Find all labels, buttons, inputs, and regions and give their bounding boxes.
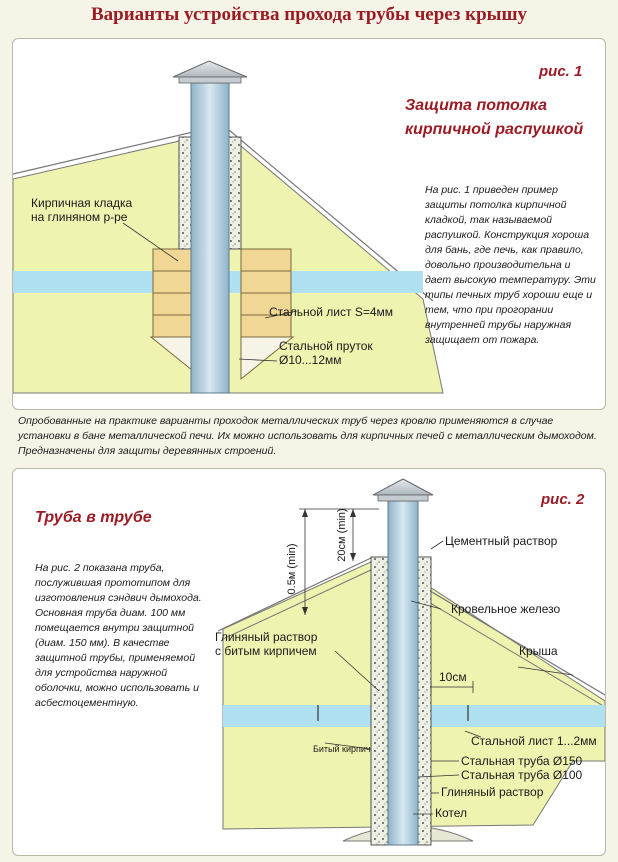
intro-paragraph: Опробованные на практике варианты проход… xyxy=(18,415,597,457)
label-steel-pipe150: Стальная труба Ø150 xyxy=(461,754,583,768)
figure1-description: На рис. 1 приведен пример защиты потолка… xyxy=(425,184,596,346)
label-rod-line1: Стальной пруток xyxy=(279,339,373,353)
label-steel-pipe100: Стальная труба Ø100 xyxy=(461,768,583,782)
label-broken-brick: Битый кирпич xyxy=(313,744,371,754)
figure1-diagram: Кирпичная кладка на глиняном р-ре Стальн… xyxy=(13,60,444,394)
figure2-diagram: 0.5м (min) 20см (min) Цементный раствор … xyxy=(215,478,605,846)
label-steel-sheet: Стальной лист 1...2мм xyxy=(471,734,597,748)
label-steel-sheet: Стальной лист S=4мм xyxy=(269,305,393,319)
inner-pipe xyxy=(387,500,419,846)
label-clay-line1: Глиняный раствор xyxy=(215,630,318,644)
label-clay-line2: с битым кирпичем xyxy=(215,644,317,658)
figure2-title: Труба в трубе xyxy=(35,509,152,526)
label-roof-iron: Кровельное железо xyxy=(451,602,560,616)
label-10cm: 10см xyxy=(439,670,467,684)
figure1-label: рис. 1 xyxy=(539,63,583,80)
label-brick-line1: Кирпичная кладка xyxy=(31,196,133,210)
figure1-title-line1: Защита потолка xyxy=(405,97,547,114)
figure2-description: На рис. 2 показана труба, послужившая пр… xyxy=(35,562,202,709)
dim-05m: 0.5м (min) xyxy=(286,544,298,595)
figure2-label: рис. 2 xyxy=(541,491,585,508)
label-cement: Цементный раствор xyxy=(445,534,558,548)
label-rod-line2: Ø10...12мм xyxy=(279,353,342,367)
label-brick-line2: на глиняном р-ре xyxy=(31,210,128,224)
figure2-panel: 0.5м (min) 20см (min) Цементный раствор … xyxy=(12,468,606,856)
label-boiler: Котел xyxy=(435,806,467,820)
figure1-title-line2: кирпичной распушкой xyxy=(405,121,584,138)
pipe-cap xyxy=(172,60,248,78)
pipe xyxy=(190,82,230,394)
figure1-panel: Кирпичная кладка на глиняном р-ре Стальн… xyxy=(12,38,606,410)
label-clay-mortar: Глиняный раствор xyxy=(441,785,544,799)
label-roof: Крыша xyxy=(519,644,558,658)
dim-20cm: 20см (min) xyxy=(336,508,348,561)
page-title: Варианты устройства прохода трубы через … xyxy=(90,4,528,25)
pipe-cap xyxy=(372,478,434,496)
